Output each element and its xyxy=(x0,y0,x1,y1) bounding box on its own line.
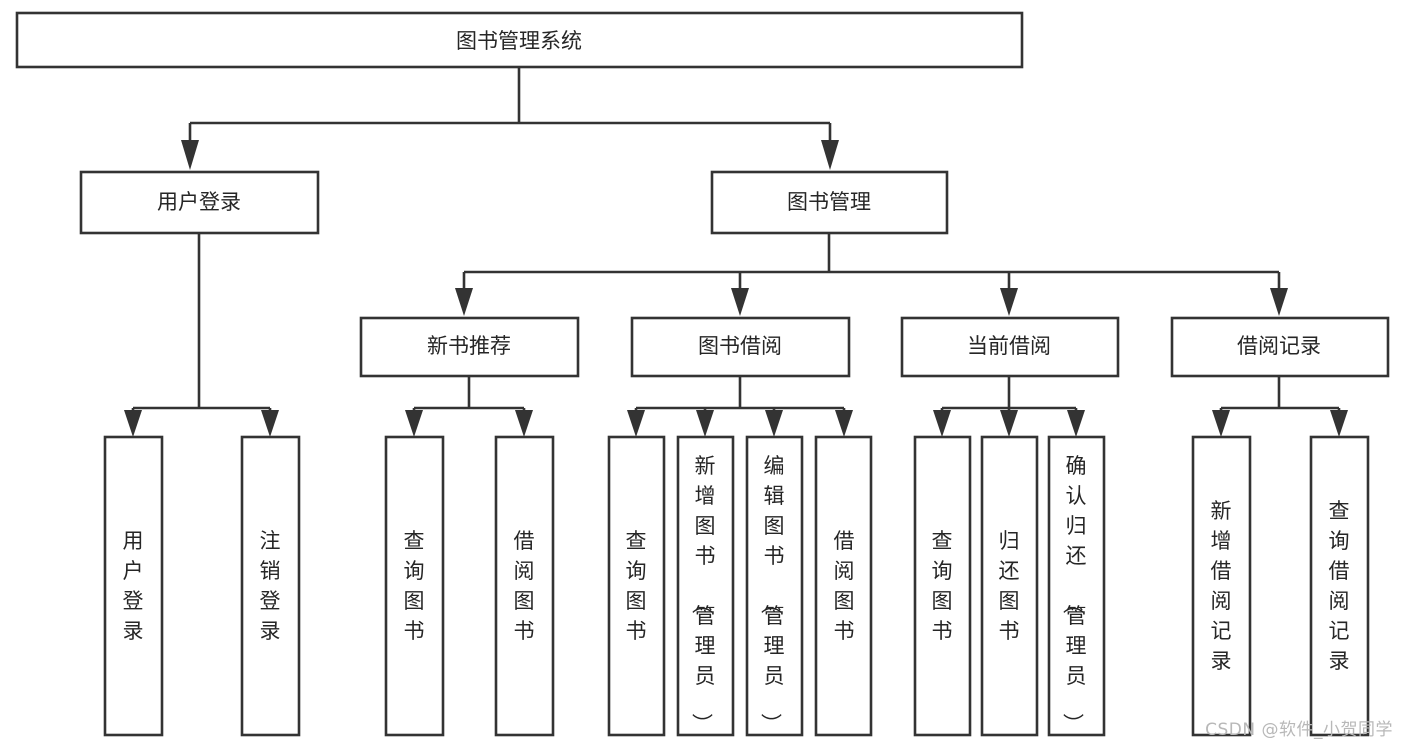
arrow-bb-leaf-3 xyxy=(765,410,783,437)
node-book-borrow[interactable]: 图书借阅 xyxy=(630,316,851,378)
node-leaf-logout-label: 注销登录 xyxy=(260,529,281,643)
csdn-watermark: CSDN @软件_小贺同学 xyxy=(1205,720,1393,740)
node-leaf-bb-add-book-box[interactable] xyxy=(676,435,735,737)
connector-layer xyxy=(131,68,1341,410)
arrow-to-new-book xyxy=(455,288,473,316)
node-borrow-record-box[interactable] xyxy=(1170,316,1390,378)
node-leaf-nb-query-book-box[interactable] xyxy=(384,435,445,737)
node-leaf-user-login[interactable]: 用户登录 xyxy=(103,435,164,737)
node-new-book-recommend-label: 新书推荐 xyxy=(427,334,511,358)
arrowhead-layer xyxy=(124,140,1348,437)
arrow-to-book-borrow xyxy=(731,288,749,316)
node-leaf-bb-add-book[interactable]: 新增图书（管理员） xyxy=(676,435,735,737)
arrow-to-user-login xyxy=(181,140,199,170)
node-leaf-bb-edit-book-label: 编辑图书（管理员） xyxy=(759,454,785,734)
node-leaf-cb-confirm-return-label: 确认归还（管理员） xyxy=(1061,454,1087,734)
arrow-cb-leaf-2 xyxy=(1000,410,1018,437)
node-root-label: 图书管理系统 xyxy=(456,29,582,53)
node-new-book-recommend[interactable]: 新书推荐 xyxy=(359,316,580,378)
arrow-nb-leaf-2 xyxy=(515,410,533,437)
node-book-manage[interactable]: 图书管理 xyxy=(710,170,949,235)
node-user-login-box[interactable] xyxy=(79,170,320,235)
node-current-borrow[interactable]: 当前借阅 xyxy=(900,316,1120,378)
node-leaf-br-add-record-label: 新增借阅记录 xyxy=(1211,499,1232,673)
node-leaf-bb-query-book-box[interactable] xyxy=(607,435,666,737)
arrow-to-book-manage xyxy=(821,140,839,170)
node-leaf-user-login-box[interactable] xyxy=(103,435,164,737)
node-leaf-br-add-record[interactable]: 新增借阅记录 xyxy=(1191,435,1252,737)
node-root[interactable]: 图书管理系统 xyxy=(15,11,1024,69)
arrow-br-leaf-1 xyxy=(1212,410,1230,437)
node-current-borrow-label: 当前借阅 xyxy=(967,334,1051,358)
node-leaf-nb-query-book-label: 查询图书 xyxy=(404,529,425,643)
node-leaf-br-add-record-box[interactable] xyxy=(1191,435,1252,737)
arrow-nb-leaf-1 xyxy=(405,410,423,437)
arrow-to-leaf-user-login xyxy=(124,410,142,437)
node-leaf-cb-return-book-label: 归还图书 xyxy=(999,529,1020,643)
node-current-borrow-box[interactable] xyxy=(900,316,1120,378)
arrow-bb-leaf-4 xyxy=(835,410,853,437)
node-root-box[interactable] xyxy=(15,11,1024,69)
node-leaf-bb-query-book[interactable]: 查询图书 xyxy=(607,435,666,737)
node-leaf-bb-query-book-label: 查询图书 xyxy=(626,529,647,643)
node-leaf-cb-confirm-return[interactable]: 确认归还（管理员） xyxy=(1047,435,1106,737)
arrow-to-leaf-logout xyxy=(261,410,279,437)
node-user-login-label: 用户登录 xyxy=(157,190,241,214)
node-leaf-cb-return-book-box[interactable] xyxy=(980,435,1039,737)
node-user-login[interactable]: 用户登录 xyxy=(79,170,320,235)
node-leaf-cb-confirm-return-box[interactable] xyxy=(1047,435,1106,737)
node-book-borrow-label: 图书借阅 xyxy=(698,334,782,358)
node-leaf-user-login-label: 用户登录 xyxy=(123,529,144,643)
node-leaf-cb-query-book-box[interactable] xyxy=(913,435,972,737)
node-leaf-bb-add-book-label: 新增图书（管理员） xyxy=(690,454,716,734)
node-borrow-record-label: 借阅记录 xyxy=(1237,334,1321,358)
node-leaf-bb-edit-book[interactable]: 编辑图书（管理员） xyxy=(745,435,804,737)
node-new-book-recommend-box[interactable] xyxy=(359,316,580,378)
node-leaf-cb-query-book-label: 查询图书 xyxy=(932,529,953,643)
node-book-manage-box[interactable] xyxy=(710,170,949,235)
node-leaf-nb-borrow-book[interactable]: 借阅图书 xyxy=(494,435,555,737)
arrow-br-leaf-2 xyxy=(1330,410,1348,437)
node-leaf-nb-borrow-book-box[interactable] xyxy=(494,435,555,737)
arrow-to-borrow-record xyxy=(1270,288,1288,316)
node-leaf-logout-box[interactable] xyxy=(240,435,301,737)
node-leaf-cb-query-book[interactable]: 查询图书 xyxy=(913,435,972,737)
arrow-to-current-borrow xyxy=(1000,288,1018,316)
node-leaf-bb-edit-book-box[interactable] xyxy=(745,435,804,737)
node-leaf-bb-borrow-book[interactable]: 借阅图书 xyxy=(814,435,873,737)
node-leaf-bb-borrow-book-box[interactable] xyxy=(814,435,873,737)
node-book-borrow-box[interactable] xyxy=(630,316,851,378)
node-leaf-cb-return-book[interactable]: 归还图书 xyxy=(980,435,1039,737)
node-borrow-record[interactable]: 借阅记录 xyxy=(1170,316,1390,378)
arrow-cb-leaf-1 xyxy=(933,410,951,437)
node-leaf-bb-borrow-book-label: 借阅图书 xyxy=(834,529,855,643)
node-leaf-nb-query-book[interactable]: 查询图书 xyxy=(384,435,445,737)
arrow-bb-leaf-1 xyxy=(627,410,645,437)
node-book-manage-label: 图书管理 xyxy=(787,190,871,214)
arrow-bb-leaf-2 xyxy=(696,410,714,437)
node-leaf-br-query-record[interactable]: 查询借阅记录 xyxy=(1309,435,1370,737)
arrow-cb-leaf-3 xyxy=(1067,410,1085,437)
node-leaf-br-query-record-label: 查询借阅记录 xyxy=(1329,499,1350,673)
node-leaf-logout[interactable]: 注销登录 xyxy=(240,435,301,737)
node-leaf-nb-borrow-book-label: 借阅图书 xyxy=(514,529,535,643)
node-leaf-br-query-record-box[interactable] xyxy=(1309,435,1370,737)
